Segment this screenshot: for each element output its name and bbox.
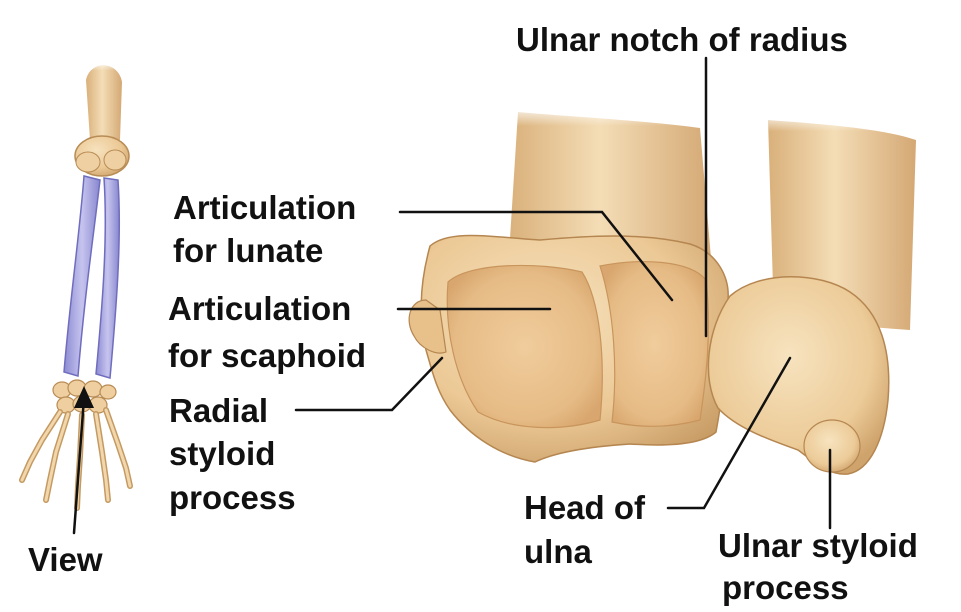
label-articulation-for-lunate-line1: Articulation: [173, 188, 356, 228]
label-radial-styloid-line2: styloid: [169, 434, 275, 474]
forearm-skeleton: [22, 60, 130, 508]
label-view: View: [28, 540, 103, 580]
ulnar-styloid: [804, 420, 860, 472]
lunate-facet: [600, 262, 708, 427]
radius-small: [64, 176, 100, 376]
label-articulation-for-scaphoid-line1: Articulation: [168, 289, 351, 329]
label-articulation-for-scaphoid-line2: for scaphoid: [168, 336, 366, 376]
label-articulation-for-lunate-line2: for lunate: [173, 231, 323, 271]
distal-radius: [409, 235, 728, 462]
label-ulnar-styloid-line1: Ulnar styloid: [718, 526, 918, 566]
label-ulnar-styloid-line2: process: [722, 568, 849, 608]
ulna-small: [96, 178, 119, 378]
label-radial-styloid-line3: process: [169, 478, 296, 518]
label-head-of-ulna-line2: ulna: [524, 532, 592, 572]
label-ulnar-notch-of-radius: Ulnar notch of radius: [516, 20, 848, 60]
label-head-of-ulna-line1: Head of: [524, 488, 645, 528]
ulna-head: [708, 277, 888, 474]
label-radial-styloid-line1: Radial: [169, 391, 268, 431]
